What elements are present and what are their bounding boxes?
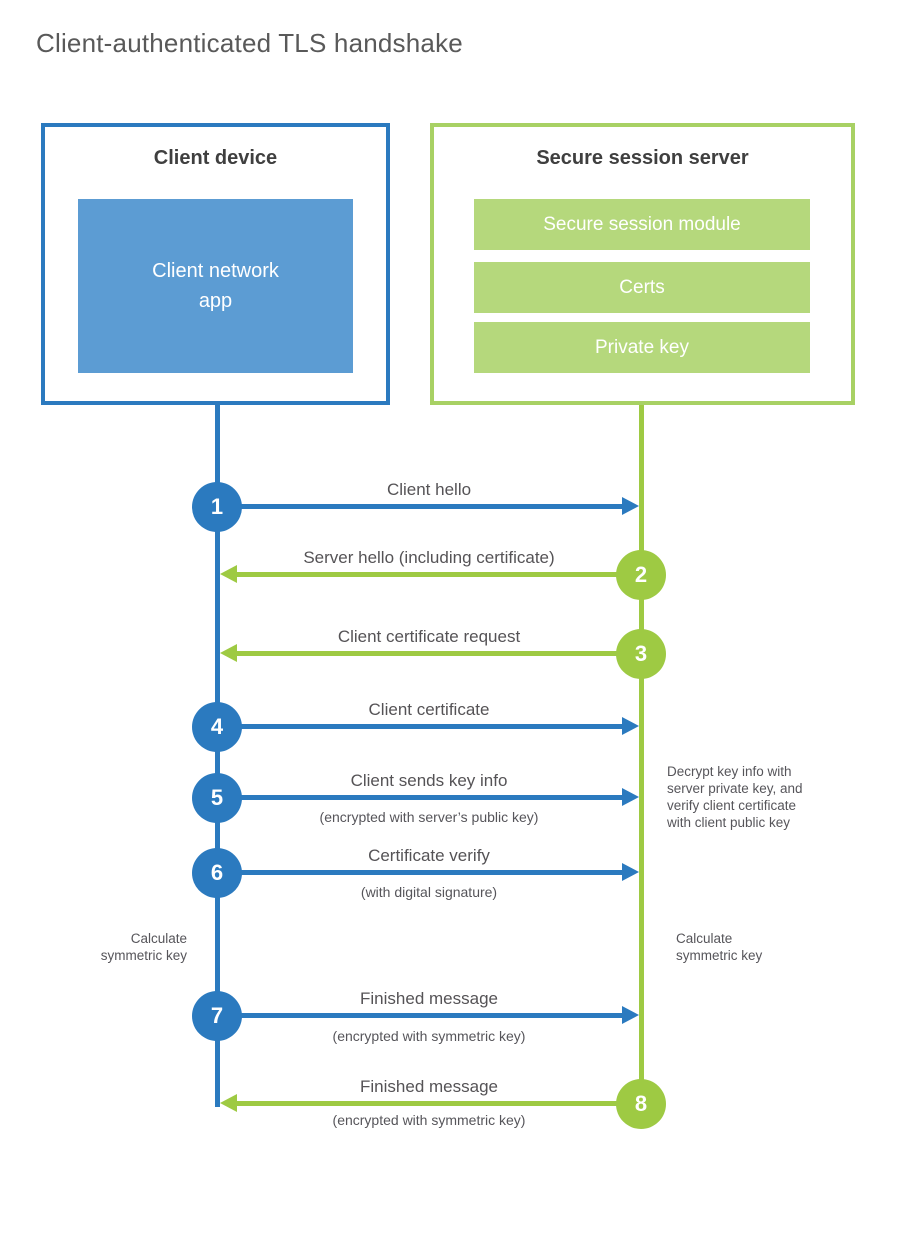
message-sublabel-7: (encrypted with symmetric key) [332,1028,526,1044]
step-number-7: 7 [210,1003,224,1028]
message-arrow-7 [217,1006,639,1024]
message-sublabel-5: (encrypted with server’s public key) [319,809,539,825]
note-calculate-symmetric-key-right: Calculate symmetric key [676,931,763,963]
note-calculate-symmetric-key-left: Calculate symmetric key [100,931,187,963]
step-number-8: 8 [634,1091,648,1116]
server-module-private-key: Private key [474,322,810,373]
server-module-certs: Certs [474,262,810,313]
server-title: Secure session server [536,147,749,169]
message-arrow-1 [217,497,639,515]
message-label-7: Finished message [360,989,498,1008]
step-circle-7: 7 [192,991,242,1041]
message-label-5: Client sends key info [350,771,508,790]
step-number-6: 6 [210,860,224,885]
message-sublabel-6: (with digital signature) [360,884,498,900]
step-circle-2: 2 [616,550,666,600]
client-device-box: Client device Client network app [41,123,390,405]
step-circle-3: 3 [616,629,666,679]
lifeline-server [639,405,644,1104]
step-circle-8: 8 [616,1079,666,1129]
message-label-8: Finished message [360,1077,498,1096]
message-arrow-5 [217,788,639,806]
message-arrow-6 [217,863,639,881]
message-label-1: Client hello [386,480,472,499]
step-number-4: 4 [210,714,224,739]
step-circle-4: 4 [192,702,242,752]
server-box: Secure session server Secure session mod… [430,123,855,405]
message-arrow-8 [220,1094,641,1112]
message-label-3: Client certificate request [337,627,521,646]
client-device-title: Client device [153,147,278,169]
page-title: Client-authenticated TLS handshake [36,28,463,58]
lifeline-client [215,405,220,1107]
message-arrow-4 [217,717,639,735]
note-decrypt-key-info: Decrypt key info with server private key… [667,764,803,830]
step-circle-6: 6 [192,848,242,898]
step-number-1: 1 [210,494,224,519]
message-arrow-3 [220,644,641,662]
step-number-3: 3 [634,641,648,666]
message-arrow-2 [220,565,641,583]
step-circle-1: 1 [192,482,242,532]
message-label-2: Server hello (including certificate) [303,548,555,567]
message-label-4: Client certificate [368,700,490,719]
message-sublabel-8: (encrypted with symmetric key) [332,1112,526,1128]
step-number-5: 5 [210,785,224,810]
step-number-2: 2 [634,562,648,587]
client-network-app-box: Client network app [78,199,353,373]
step-circle-5: 5 [192,773,242,823]
message-label-6: Certificate verify [368,846,490,865]
server-module-secure-session: Secure session module [474,199,810,250]
